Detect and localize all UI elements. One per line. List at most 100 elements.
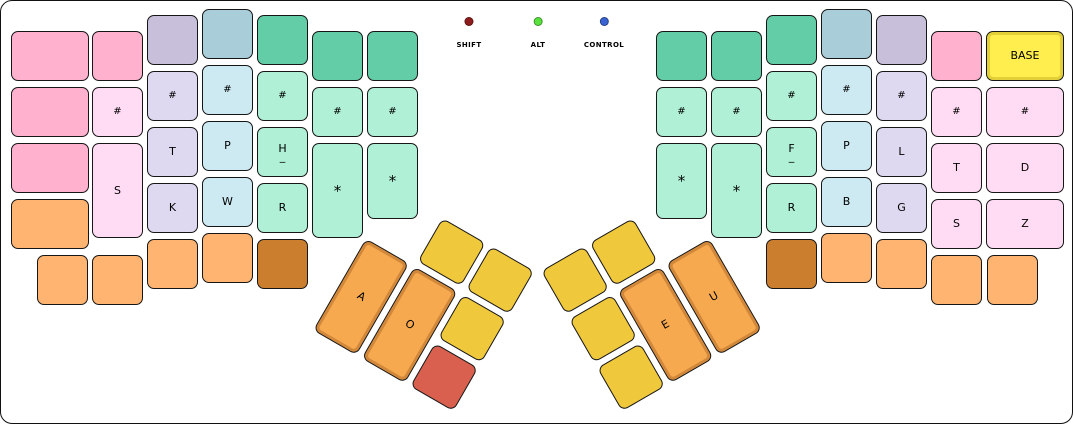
key-l-c7-num[interactable]: # (367, 87, 418, 137)
indicator-alt: ALT (531, 17, 546, 49)
key-r-c5-num[interactable]: # (876, 71, 927, 121)
key-label: # (333, 106, 342, 117)
key-label: P (843, 139, 850, 152)
key-l-bottom-4[interactable] (202, 233, 253, 283)
key-r-G[interactable]: G (876, 183, 927, 233)
key-label: E (659, 317, 672, 332)
key-r-bottom-4[interactable] (931, 255, 982, 305)
key-l-K[interactable]: K (147, 183, 198, 233)
key-l-c1-r1[interactable] (11, 31, 89, 81)
key-l-H[interactable]: H_ (257, 127, 308, 177)
indicator-control: CONTROL (584, 17, 624, 49)
key-r-star[interactable]: * (656, 143, 707, 219)
key-r-bottom-5[interactable] (987, 255, 1038, 305)
key-r-c1-num[interactable]: # (656, 87, 707, 137)
key-l-c1-r4[interactable] (11, 199, 89, 249)
key-r-c7-num[interactable]: # (986, 87, 1064, 137)
key-label: W (222, 195, 233, 208)
key-l-S[interactable]: S (92, 143, 143, 238)
key-r-c3-r1[interactable] (766, 15, 817, 65)
key-r-star-tall[interactable]: * (711, 143, 762, 238)
key-r-D[interactable]: D (986, 143, 1064, 193)
key-label: A (354, 288, 368, 304)
key-l-c1-r3[interactable] (11, 143, 89, 193)
key-r-S[interactable]: S (931, 199, 982, 249)
key-label: L (898, 145, 905, 158)
key-l-c6-num[interactable]: # (312, 87, 363, 137)
key-r-c4-num[interactable]: # (821, 65, 872, 115)
key-label: R (278, 201, 287, 214)
shift-indicator-dot (464, 17, 474, 26)
key-label: # (787, 90, 796, 101)
key-r-c6-r1[interactable] (931, 31, 982, 81)
key-label: * (333, 181, 342, 200)
key-label: # (842, 84, 851, 95)
key-label: S (114, 183, 121, 197)
key-label: B (842, 195, 851, 208)
key-r-F[interactable]: F_ (766, 127, 817, 177)
key-label: T (953, 161, 960, 174)
key-l-bottom-brown[interactable] (257, 239, 308, 289)
key-l-bottom-3[interactable] (147, 239, 198, 289)
key-label: # (113, 106, 122, 117)
key-label: K (168, 201, 177, 214)
key-label: P (224, 139, 231, 152)
key-label: S (953, 217, 960, 230)
key-sublabel: _ (279, 150, 286, 163)
key-r-bottom-3[interactable] (876, 239, 927, 289)
key-l-bottom-2[interactable] (92, 255, 143, 305)
key-l-c7-r1[interactable] (367, 31, 418, 81)
key-l-star[interactable]: * (367, 143, 418, 219)
key-l-bottom-1[interactable] (37, 255, 88, 305)
key-l-c2-r1[interactable] (92, 31, 143, 81)
shift-indicator-label: SHIFT (456, 41, 482, 49)
key-label: # (732, 106, 741, 117)
key-r-T[interactable]: T (931, 143, 982, 193)
key-r-L[interactable]: L (876, 127, 927, 177)
key-sublabel: _ (788, 150, 795, 163)
key-l-c3-r1[interactable] (147, 15, 198, 65)
key-l-c5-r1[interactable] (257, 15, 308, 65)
control-indicator-dot (599, 17, 609, 26)
key-l-c4-r1[interactable] (202, 9, 253, 59)
key-r-R[interactable]: R (766, 183, 817, 233)
key-label: # (1020, 106, 1030, 117)
alt-indicator-dot (533, 17, 543, 26)
key-label: F (788, 142, 795, 155)
key-r-c4-r1[interactable] (821, 9, 872, 59)
key-label: * (677, 172, 686, 190)
key-l-c6-r1[interactable] (312, 31, 363, 81)
key-r-c6-num[interactable]: # (931, 87, 982, 137)
key-l-c3-num[interactable]: # (147, 71, 198, 121)
key-r-bottom-2[interactable] (821, 233, 872, 283)
key-r-B[interactable]: B (821, 177, 872, 227)
key-r-c5-r1[interactable] (876, 15, 927, 65)
key-label: # (278, 90, 287, 101)
key-r-c1-r1[interactable] (656, 31, 707, 81)
key-l-R[interactable]: R (257, 183, 308, 233)
key-label: U (707, 288, 721, 305)
key-r-bottom-brown[interactable] (766, 239, 817, 289)
key-l-P[interactable]: P (202, 121, 253, 171)
key-l-star-tall[interactable]: * (312, 143, 363, 238)
key-l-c1-r2[interactable] (11, 87, 89, 137)
key-label: # (388, 106, 397, 117)
key-label: # (677, 106, 686, 117)
key-l-c5-num[interactable]: # (257, 71, 308, 121)
key-l-c4-num[interactable]: # (202, 65, 253, 115)
key-label: # (168, 90, 177, 101)
key-r-Z[interactable]: Z (986, 199, 1064, 249)
key-label: T (169, 145, 176, 158)
key-r-c2-num[interactable]: # (711, 87, 762, 137)
key-r-c3-num[interactable]: # (766, 71, 817, 121)
indicator-shift: SHIFT (456, 17, 481, 49)
key-r-c2-r1[interactable] (711, 31, 762, 81)
key-r-P[interactable]: P (821, 121, 872, 171)
key-l-W[interactable]: W (202, 177, 253, 227)
key-r-base[interactable]: BASE (986, 31, 1064, 81)
key-l-T[interactable]: T (147, 127, 198, 177)
key-label: D (1020, 161, 1030, 174)
key-l-c2-num[interactable]: # (92, 87, 143, 137)
